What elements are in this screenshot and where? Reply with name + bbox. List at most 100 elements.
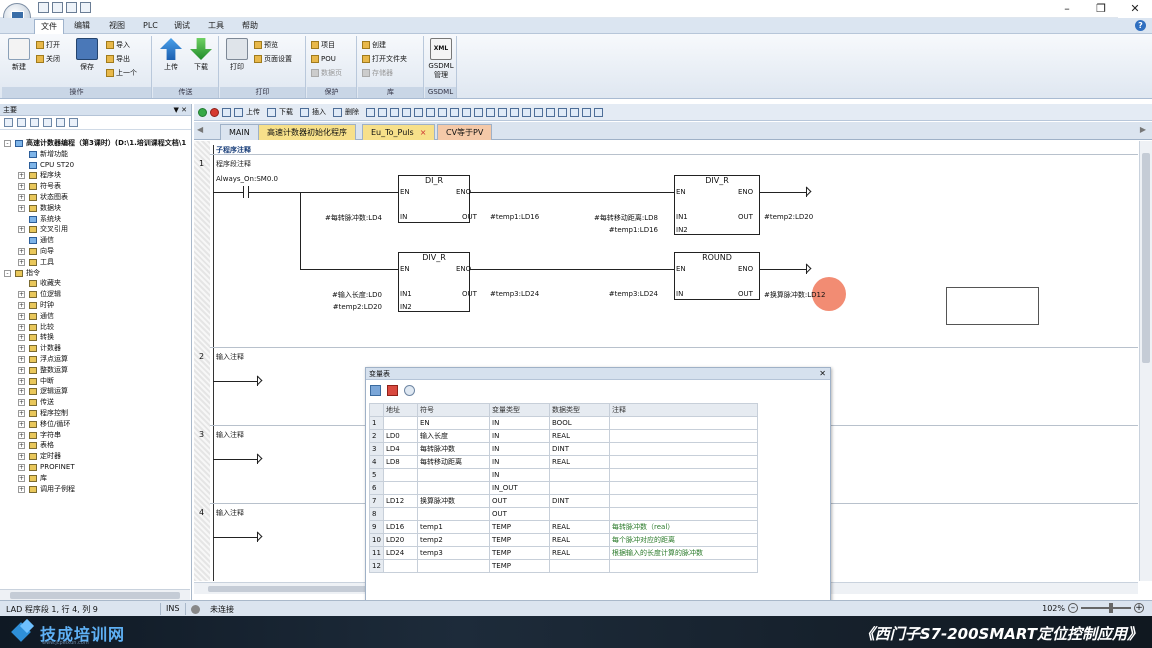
zoom-control[interactable]: 102% – + — [1042, 603, 1144, 613]
open-folder-button[interactable]: 打开文件夹 — [362, 53, 407, 65]
tree-item[interactable]: +状态图表 — [0, 192, 190, 203]
table-cell[interactable]: DINT — [549, 494, 610, 508]
download-label[interactable]: 下载 — [279, 108, 293, 116]
tool-icon[interactable] — [486, 107, 495, 117]
memory-button[interactable]: 存储器 — [362, 67, 393, 79]
tree-item[interactable]: +字符串 — [0, 430, 190, 441]
tool-icon[interactable] — [414, 107, 423, 117]
maximize-button[interactable]: ❐ — [1096, 2, 1106, 15]
expand-icon[interactable]: + — [18, 193, 25, 201]
tree-item[interactable]: +移位/循环 — [0, 419, 190, 430]
expand-icon[interactable]: + — [18, 442, 25, 450]
menu-tab-help[interactable]: 帮助 — [242, 21, 258, 30]
function-block-di-r[interactable] — [398, 175, 470, 223]
collapse-icon[interactable]: - — [4, 269, 11, 277]
table-cell[interactable]: IN — [489, 429, 550, 443]
page-setup-button[interactable]: 页面设置 — [254, 53, 292, 65]
table-cell[interactable]: REAL — [549, 520, 610, 534]
zoom-out-icon[interactable]: – — [1068, 603, 1078, 613]
save-button[interactable]: 保存 — [72, 38, 102, 72]
close-button[interactable]: ✕ — [1118, 0, 1152, 18]
contact-label[interactable]: Always_On:SM0.0 — [216, 175, 278, 183]
network-comment[interactable]: 输入注释 — [216, 431, 244, 439]
close-icon[interactable]: ✕ — [819, 369, 826, 378]
table-cell[interactable]: LD8 — [383, 455, 418, 469]
table-cell[interactable]: LD4 — [383, 442, 418, 456]
editor-vertical-scrollbar[interactable] — [1139, 141, 1152, 581]
print-icon[interactable] — [80, 2, 91, 13]
tree-item[interactable]: +程序块 — [0, 170, 190, 181]
tree-item[interactable]: +转换 — [0, 332, 190, 343]
expand-icon[interactable]: + — [18, 301, 25, 309]
tool-icon[interactable] — [510, 107, 519, 117]
tree-item[interactable]: 系统块 — [0, 214, 190, 225]
tool-icon[interactable] — [558, 107, 567, 117]
table-cell[interactable]: REAL — [549, 533, 610, 547]
import-button[interactable]: 导入 — [106, 39, 130, 51]
table-cell[interactable]: LD12 — [383, 494, 418, 508]
table-cell[interactable] — [383, 468, 418, 482]
network-comment[interactable]: 输入注释 — [216, 509, 244, 517]
tree-item[interactable]: +传送 — [0, 397, 190, 408]
options-icon[interactable] — [404, 385, 415, 396]
tree-item[interactable]: +时钟 — [0, 300, 190, 311]
tree-item[interactable]: +整数运算 — [0, 365, 190, 376]
tool-icon[interactable] — [582, 107, 591, 117]
table-cell[interactable]: temp2 — [417, 533, 490, 547]
block-param[interactable]: #temp1:LD16 — [608, 226, 658, 234]
insert-label[interactable]: 插入 — [312, 108, 326, 116]
save-icon[interactable] — [66, 2, 77, 13]
expand-icon[interactable]: + — [18, 183, 25, 191]
tool-icon[interactable] — [378, 107, 387, 117]
table-cell[interactable]: LD0 — [383, 429, 418, 443]
menu-tab-debug[interactable]: 调试 — [174, 21, 190, 30]
menu-tab-file[interactable]: 文件 — [34, 19, 64, 34]
new-button[interactable]: 新建 — [4, 38, 34, 72]
table-cell[interactable]: BOOL — [549, 416, 610, 430]
stop-icon[interactable] — [210, 107, 219, 117]
upload-button[interactable]: 上传 — [156, 38, 186, 72]
run-icon[interactable] — [198, 107, 207, 117]
tree-item[interactable]: +符号表 — [0, 181, 190, 192]
table-cell[interactable]: LD24 — [383, 546, 418, 560]
function-block-div-r-2[interactable] — [398, 252, 470, 312]
tree-item[interactable]: +通信 — [0, 311, 190, 322]
expand-icon[interactable]: + — [18, 377, 25, 385]
tree-item[interactable]: +计数器 — [0, 343, 190, 354]
table-cell[interactable] — [383, 481, 418, 495]
table-cell[interactable]: DINT — [549, 442, 610, 456]
tree-item[interactable]: +数据块 — [0, 203, 190, 214]
tab-hsc-init[interactable]: 高速计数器初始化程序 — [258, 124, 356, 140]
tab-main[interactable]: MAIN — [220, 124, 259, 140]
block-param[interactable]: #temp3:LD24 — [490, 290, 540, 298]
table-cell[interactable]: TEMP — [489, 559, 550, 573]
table-cell[interactable] — [417, 468, 490, 482]
expand-icon[interactable]: + — [18, 247, 25, 255]
print-button[interactable]: 打印 — [222, 38, 252, 72]
tree-item[interactable]: +向导 — [0, 246, 190, 257]
tree-item[interactable]: +中断 — [0, 376, 190, 387]
table-cell[interactable] — [417, 481, 490, 495]
table-cell[interactable]: temp3 — [417, 546, 490, 560]
expand-icon[interactable]: + — [18, 485, 25, 493]
block-param[interactable]: #temp2:LD20 — [764, 213, 814, 221]
table-cell[interactable] — [609, 455, 758, 469]
tool-icon[interactable] — [426, 107, 435, 117]
table-cell[interactable]: 每转脉冲数（real） — [609, 520, 758, 534]
zoom-slider[interactable] — [1081, 603, 1131, 613]
tree-tool-icon[interactable] — [17, 118, 26, 127]
table-cell[interactable]: REAL — [549, 455, 610, 469]
expand-icon[interactable]: + — [18, 226, 25, 234]
tree-item[interactable]: CPU ST20 — [0, 160, 190, 171]
table-cell[interactable]: LD16 — [383, 520, 418, 534]
table-cell[interactable] — [549, 559, 610, 573]
open-button[interactable]: 打开 — [36, 39, 60, 51]
table-cell[interactable] — [609, 481, 758, 495]
